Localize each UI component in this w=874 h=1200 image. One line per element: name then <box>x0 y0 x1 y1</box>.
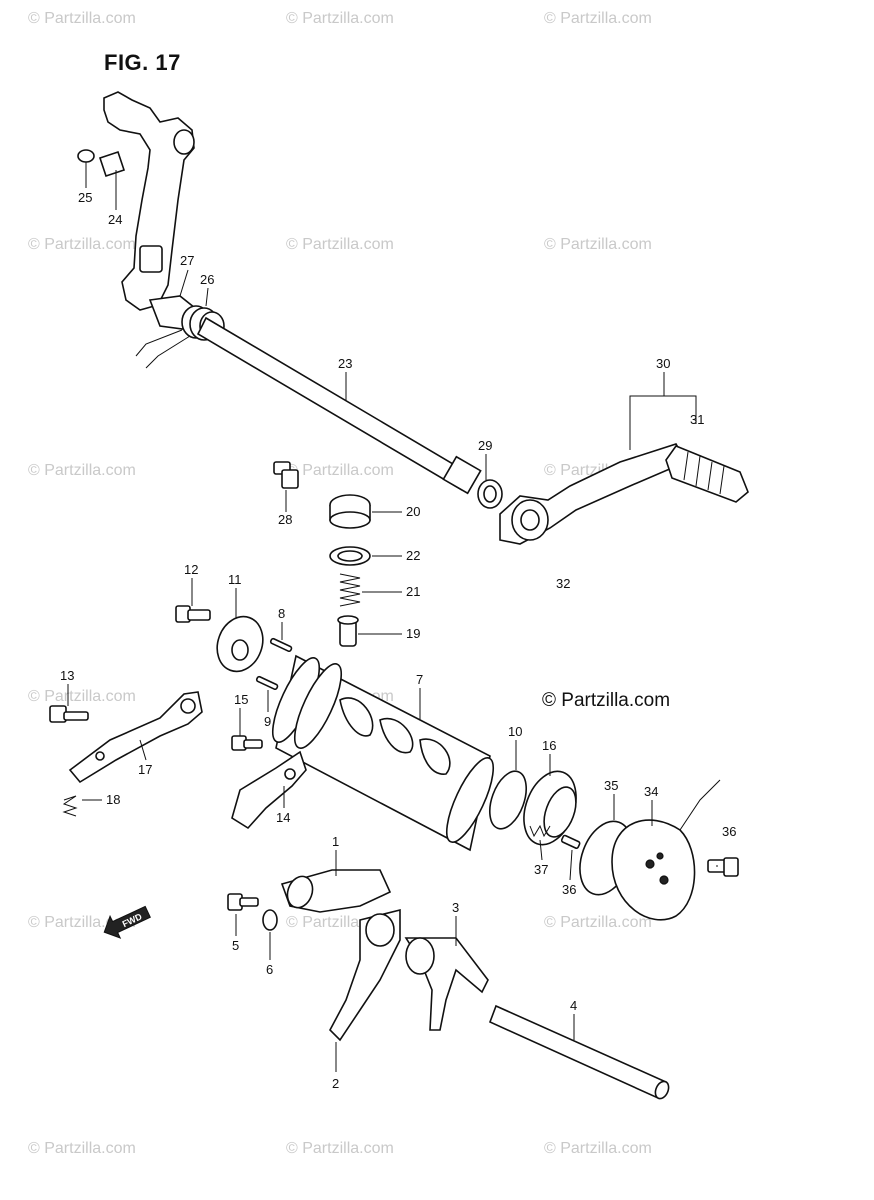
callout-32: 32 <box>556 576 570 591</box>
callout-7: 7 <box>416 672 423 687</box>
callout-13: 14 <box>276 810 290 825</box>
part-35-bolt <box>707 857 739 877</box>
watermark: © Partzilla.com <box>28 462 136 479</box>
callout-6: 6 <box>266 962 273 977</box>
callout-23: 23 <box>338 356 352 371</box>
watermark: © Partzilla.com <box>544 1140 652 1157</box>
callout-8: 8 <box>278 606 285 621</box>
callout-17: 17 <box>138 762 152 777</box>
watermark: © Partzilla.com <box>28 10 136 27</box>
watermark: © Partzilla.com <box>28 688 136 705</box>
callout-4: 4 <box>570 998 577 1013</box>
part-24-pin <box>98 150 126 178</box>
part-12-bolt <box>175 605 211 623</box>
callout-31: 31 <box>690 412 704 427</box>
part-31-lever-rubber <box>665 445 749 503</box>
part-37-spring <box>529 824 551 838</box>
callout-33: 34 <box>644 784 658 799</box>
callout-12: 12 <box>184 562 198 577</box>
part-3-shift-fork <box>404 937 489 1031</box>
part-2-shift-fork <box>329 908 401 1042</box>
callout-11: 11 <box>228 572 242 587</box>
part-15-bolt <box>231 735 263 751</box>
callout-36: 36 <box>562 882 576 897</box>
part-14-bolt <box>49 705 89 723</box>
watermark: © Partzilla.com <box>286 10 394 27</box>
callout-21: 21 <box>406 584 420 599</box>
callout-37: 37 <box>534 862 548 877</box>
part-36-pin <box>560 834 581 849</box>
part-19-stopper <box>337 615 359 647</box>
watermark: © Partzilla.com <box>286 236 394 253</box>
part-9-pin <box>255 675 279 691</box>
part-1-shift-fork <box>280 869 392 913</box>
watermark: © Partzilla.com <box>544 914 652 931</box>
callout-2: 2 <box>332 1076 339 1091</box>
callout-14: 13 <box>60 668 74 683</box>
part-18-spring <box>62 795 78 817</box>
callout-25: 25 <box>78 190 92 205</box>
watermark: © Partzilla.com <box>28 1140 136 1157</box>
callout-35: 36 <box>722 824 736 839</box>
callout-3: 3 <box>452 900 459 915</box>
watermark: © Partzilla.com <box>286 1140 394 1157</box>
callout-28: 28 <box>278 512 292 527</box>
part-16-bearing <box>523 770 577 846</box>
part-30-gearshift-lever <box>499 443 688 545</box>
part-25-circlip <box>77 149 95 163</box>
callouts: 25 24 27 26 23 29 30 31 28 20 22 21 32 1… <box>60 190 736 1091</box>
part-33-neutral-switch <box>611 779 721 921</box>
watermark: © Partzilla.com <box>544 236 652 253</box>
part-13-plate <box>231 750 307 830</box>
part-28-bolt <box>273 461 299 489</box>
part-23-shift-shaft <box>196 316 482 495</box>
callout-24: 24 <box>108 212 122 227</box>
fwd-arrow-icon: FWD <box>103 905 151 939</box>
callout-34: 35 <box>604 778 618 793</box>
part-6-washer <box>262 909 278 931</box>
callout-1: 1 <box>332 834 339 849</box>
callout-29: 29 <box>478 438 492 453</box>
callout-16: 16 <box>542 738 556 753</box>
copyright-label: © Partzilla.com <box>542 690 671 711</box>
gearshift-arm <box>103 91 202 331</box>
watermark: © Partzilla.com <box>28 236 136 253</box>
callout-22: 22 <box>406 548 420 563</box>
part-5-bolt <box>227 893 259 911</box>
part-20-plug <box>329 494 371 529</box>
callout-18: 18 <box>106 792 120 807</box>
part-21-spring <box>339 573 361 607</box>
callout-30: 30 <box>656 356 670 371</box>
callout-20: 20 <box>406 504 420 519</box>
callout-19: 19 <box>406 626 420 641</box>
callout-9: 9 <box>264 714 271 729</box>
part-10-o-ring <box>488 770 528 830</box>
callout-10: 10 <box>508 724 522 739</box>
part-11-stopper-plate <box>216 615 264 673</box>
callout-5: 5 <box>232 938 239 953</box>
part-17-cam-stopper <box>68 691 203 784</box>
part-8-pin <box>269 637 293 653</box>
watermark: © Partzilla.com <box>544 10 652 27</box>
watermark: © Partzilla.com <box>286 462 394 479</box>
callout-27: 27 <box>180 253 194 268</box>
callout-15: 15 <box>234 692 248 707</box>
figure-title: FIG. 17 <box>104 50 181 75</box>
part-7-gearshift-cam <box>271 654 495 852</box>
part-4-fork-shaft <box>488 1004 670 1100</box>
callout-26: 26 <box>200 272 214 287</box>
leader-lines <box>67 162 718 1072</box>
